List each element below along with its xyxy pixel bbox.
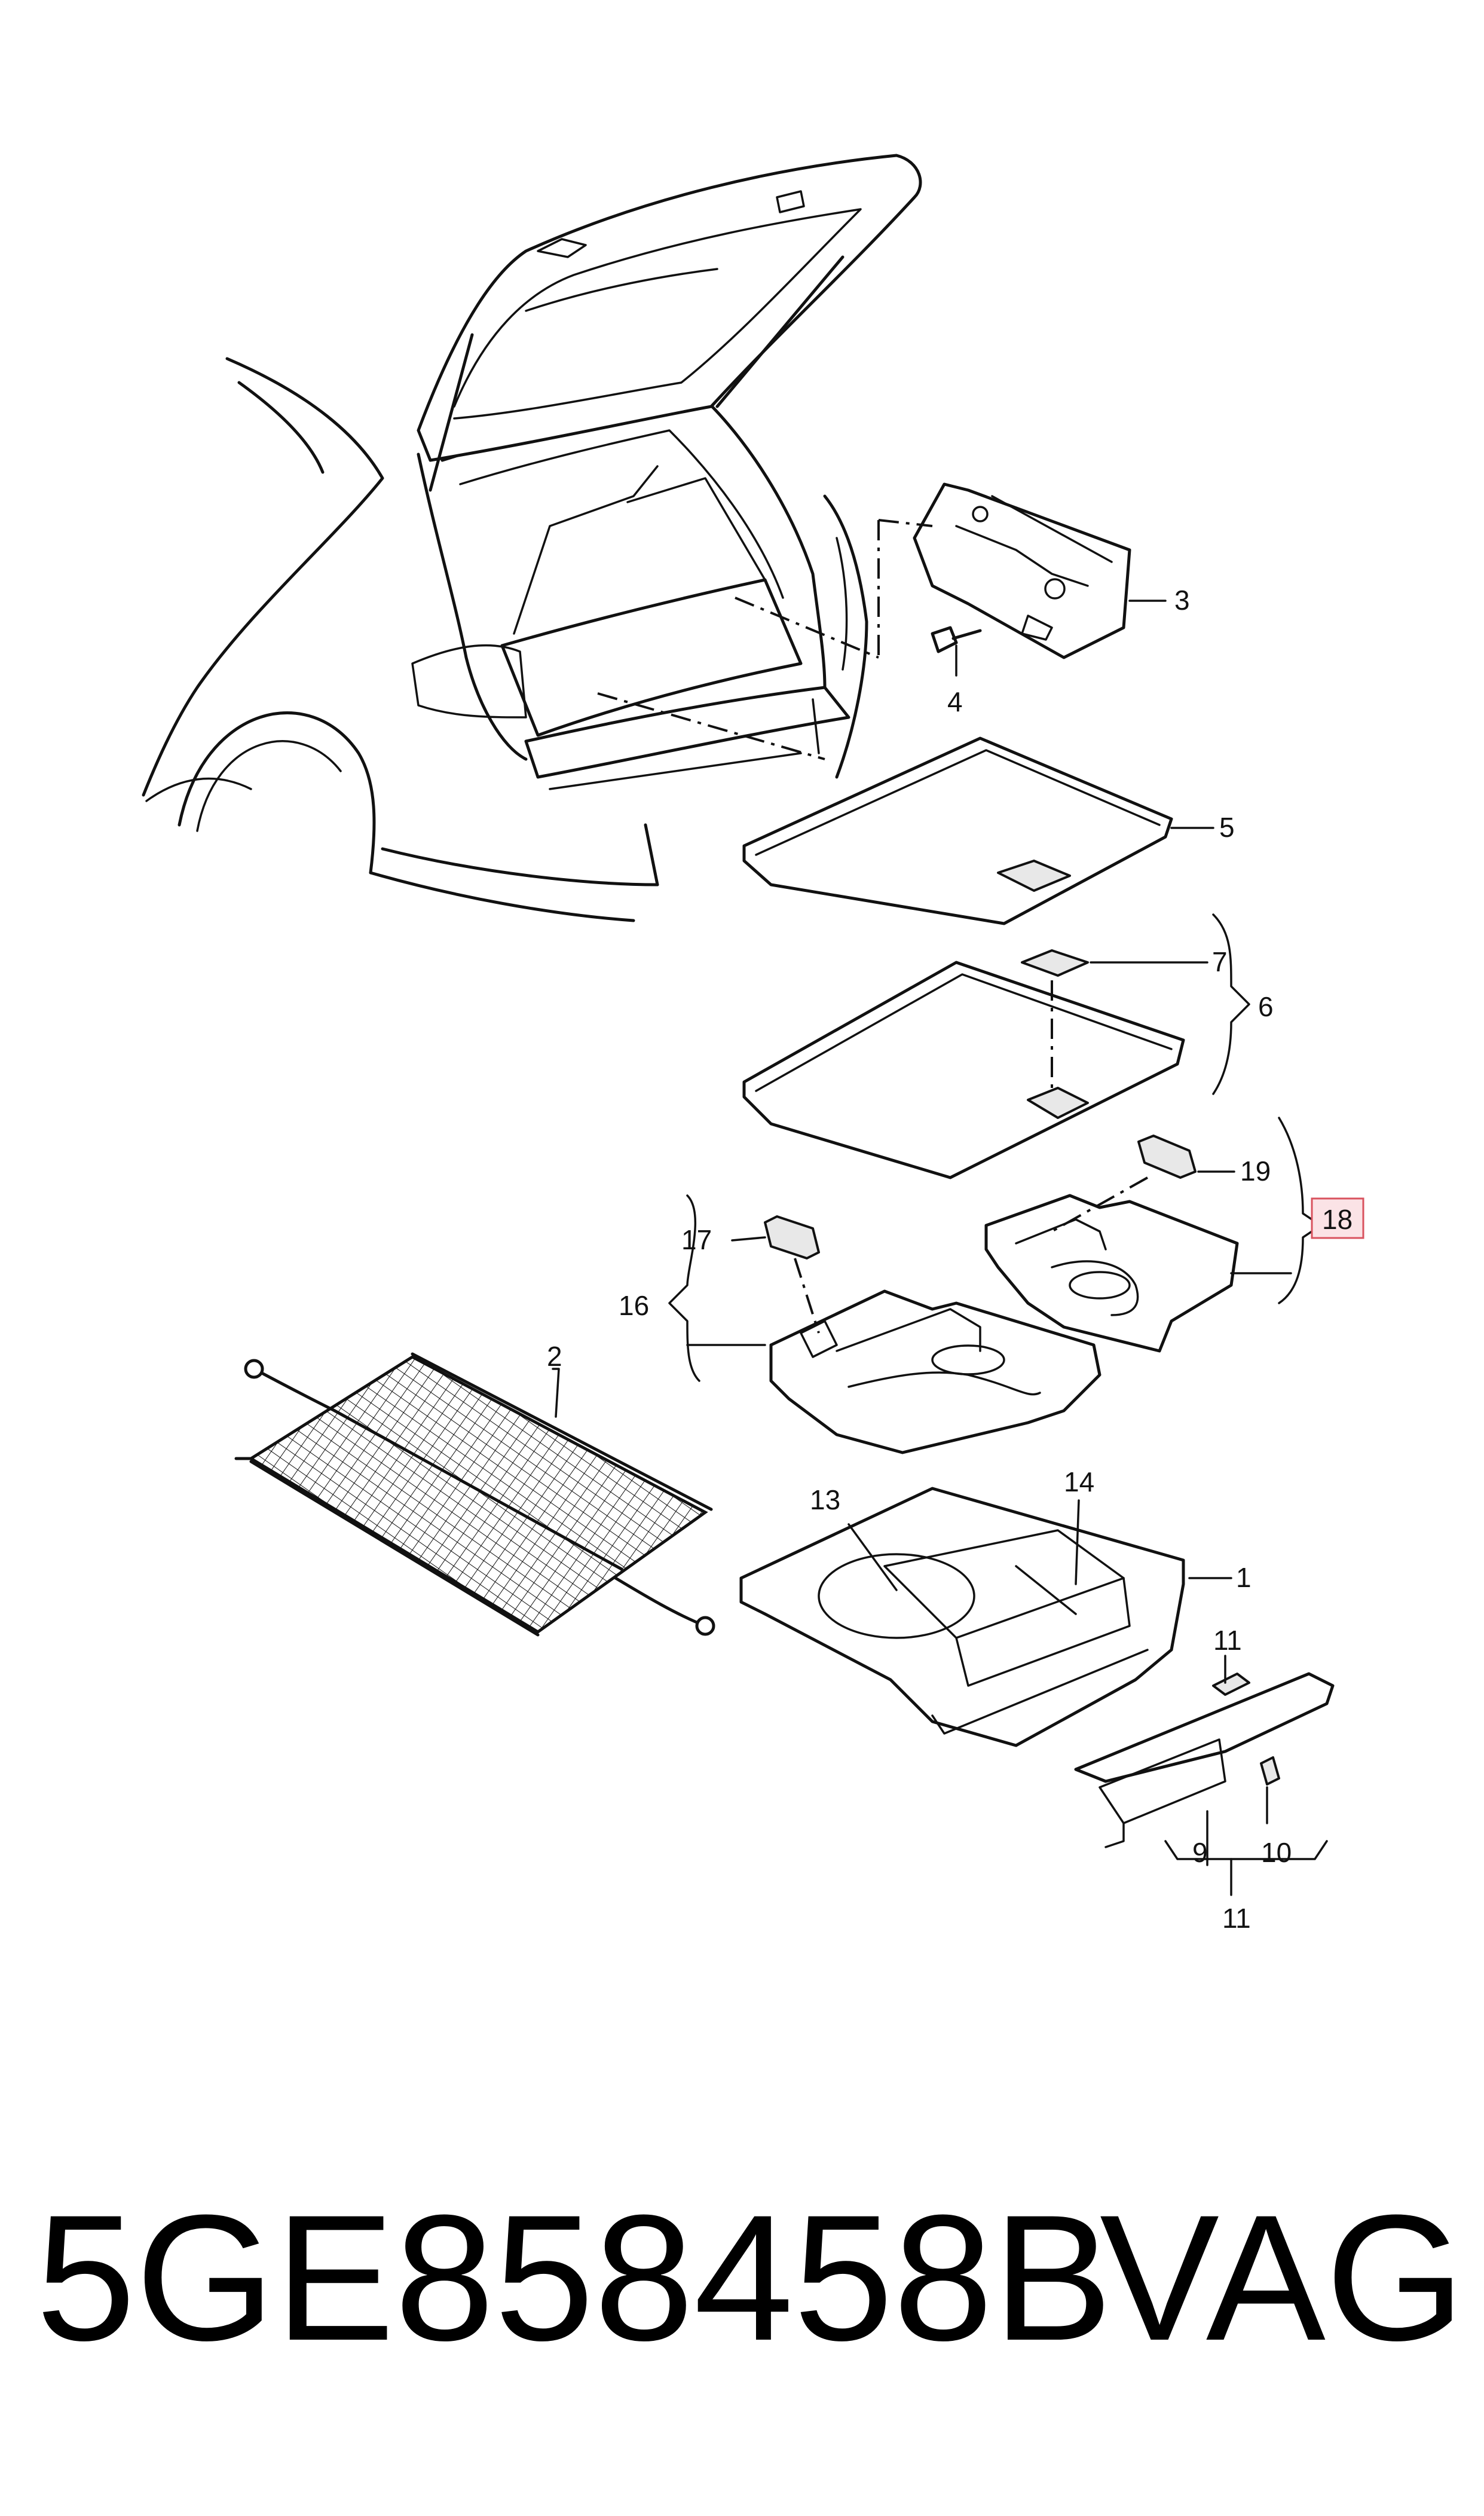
callout-18-highlight [1311, 1197, 1364, 1239]
callout-9: 11 [1222, 1903, 1251, 1934]
part-17-handle [731, 1215, 820, 1259]
callout-6: 6 [1258, 991, 1274, 1022]
callout-1: 1 [1236, 1562, 1252, 1593]
part-19-handle [1137, 1135, 1235, 1179]
callout-11-lower: 9 [1192, 1837, 1208, 1868]
callout-5: 5 [1219, 812, 1235, 843]
part-5-floor-cover [742, 736, 1214, 925]
part-7-handle [1021, 949, 1208, 977]
part-3-side-trim [913, 482, 1131, 659]
callout-4: 4 [947, 686, 963, 717]
part-number: 5GE858458B [36, 2177, 1113, 2378]
part-2-cargo-net [234, 1352, 715, 1637]
tailgate-illustration [417, 154, 922, 492]
part-1-storage-well [739, 1487, 1232, 1747]
callout-3: 3 [1174, 585, 1190, 616]
callout-10: 10 [1261, 1837, 1292, 1868]
callout-7: 7 [1212, 946, 1228, 977]
callout-16: 16 [619, 1290, 649, 1321]
callout-18: 18 [1322, 1204, 1353, 1235]
part-4-screw [931, 626, 982, 653]
callout-17: 17 [681, 1224, 712, 1255]
part-18-foam-tray [984, 1194, 1239, 1353]
callout-14: 14 [1064, 1466, 1094, 1497]
brand-name: VAG [1100, 2177, 1465, 2378]
callout-13: 13 [810, 1484, 840, 1515]
callout-19: 19 [1240, 1155, 1271, 1187]
part-16-foam-tray [769, 1289, 1101, 1454]
part-9-sill-trim [1074, 1655, 1335, 1896]
callout-labels: 3 4 5 7 6 19 18 17 16 2 13 14 1 11 9 10 … [547, 585, 1364, 1934]
callout-2: 2 [547, 1341, 562, 1372]
callout-11-upper: 11 [1213, 1625, 1242, 1656]
part-6-floor-panel [742, 961, 1185, 1179]
